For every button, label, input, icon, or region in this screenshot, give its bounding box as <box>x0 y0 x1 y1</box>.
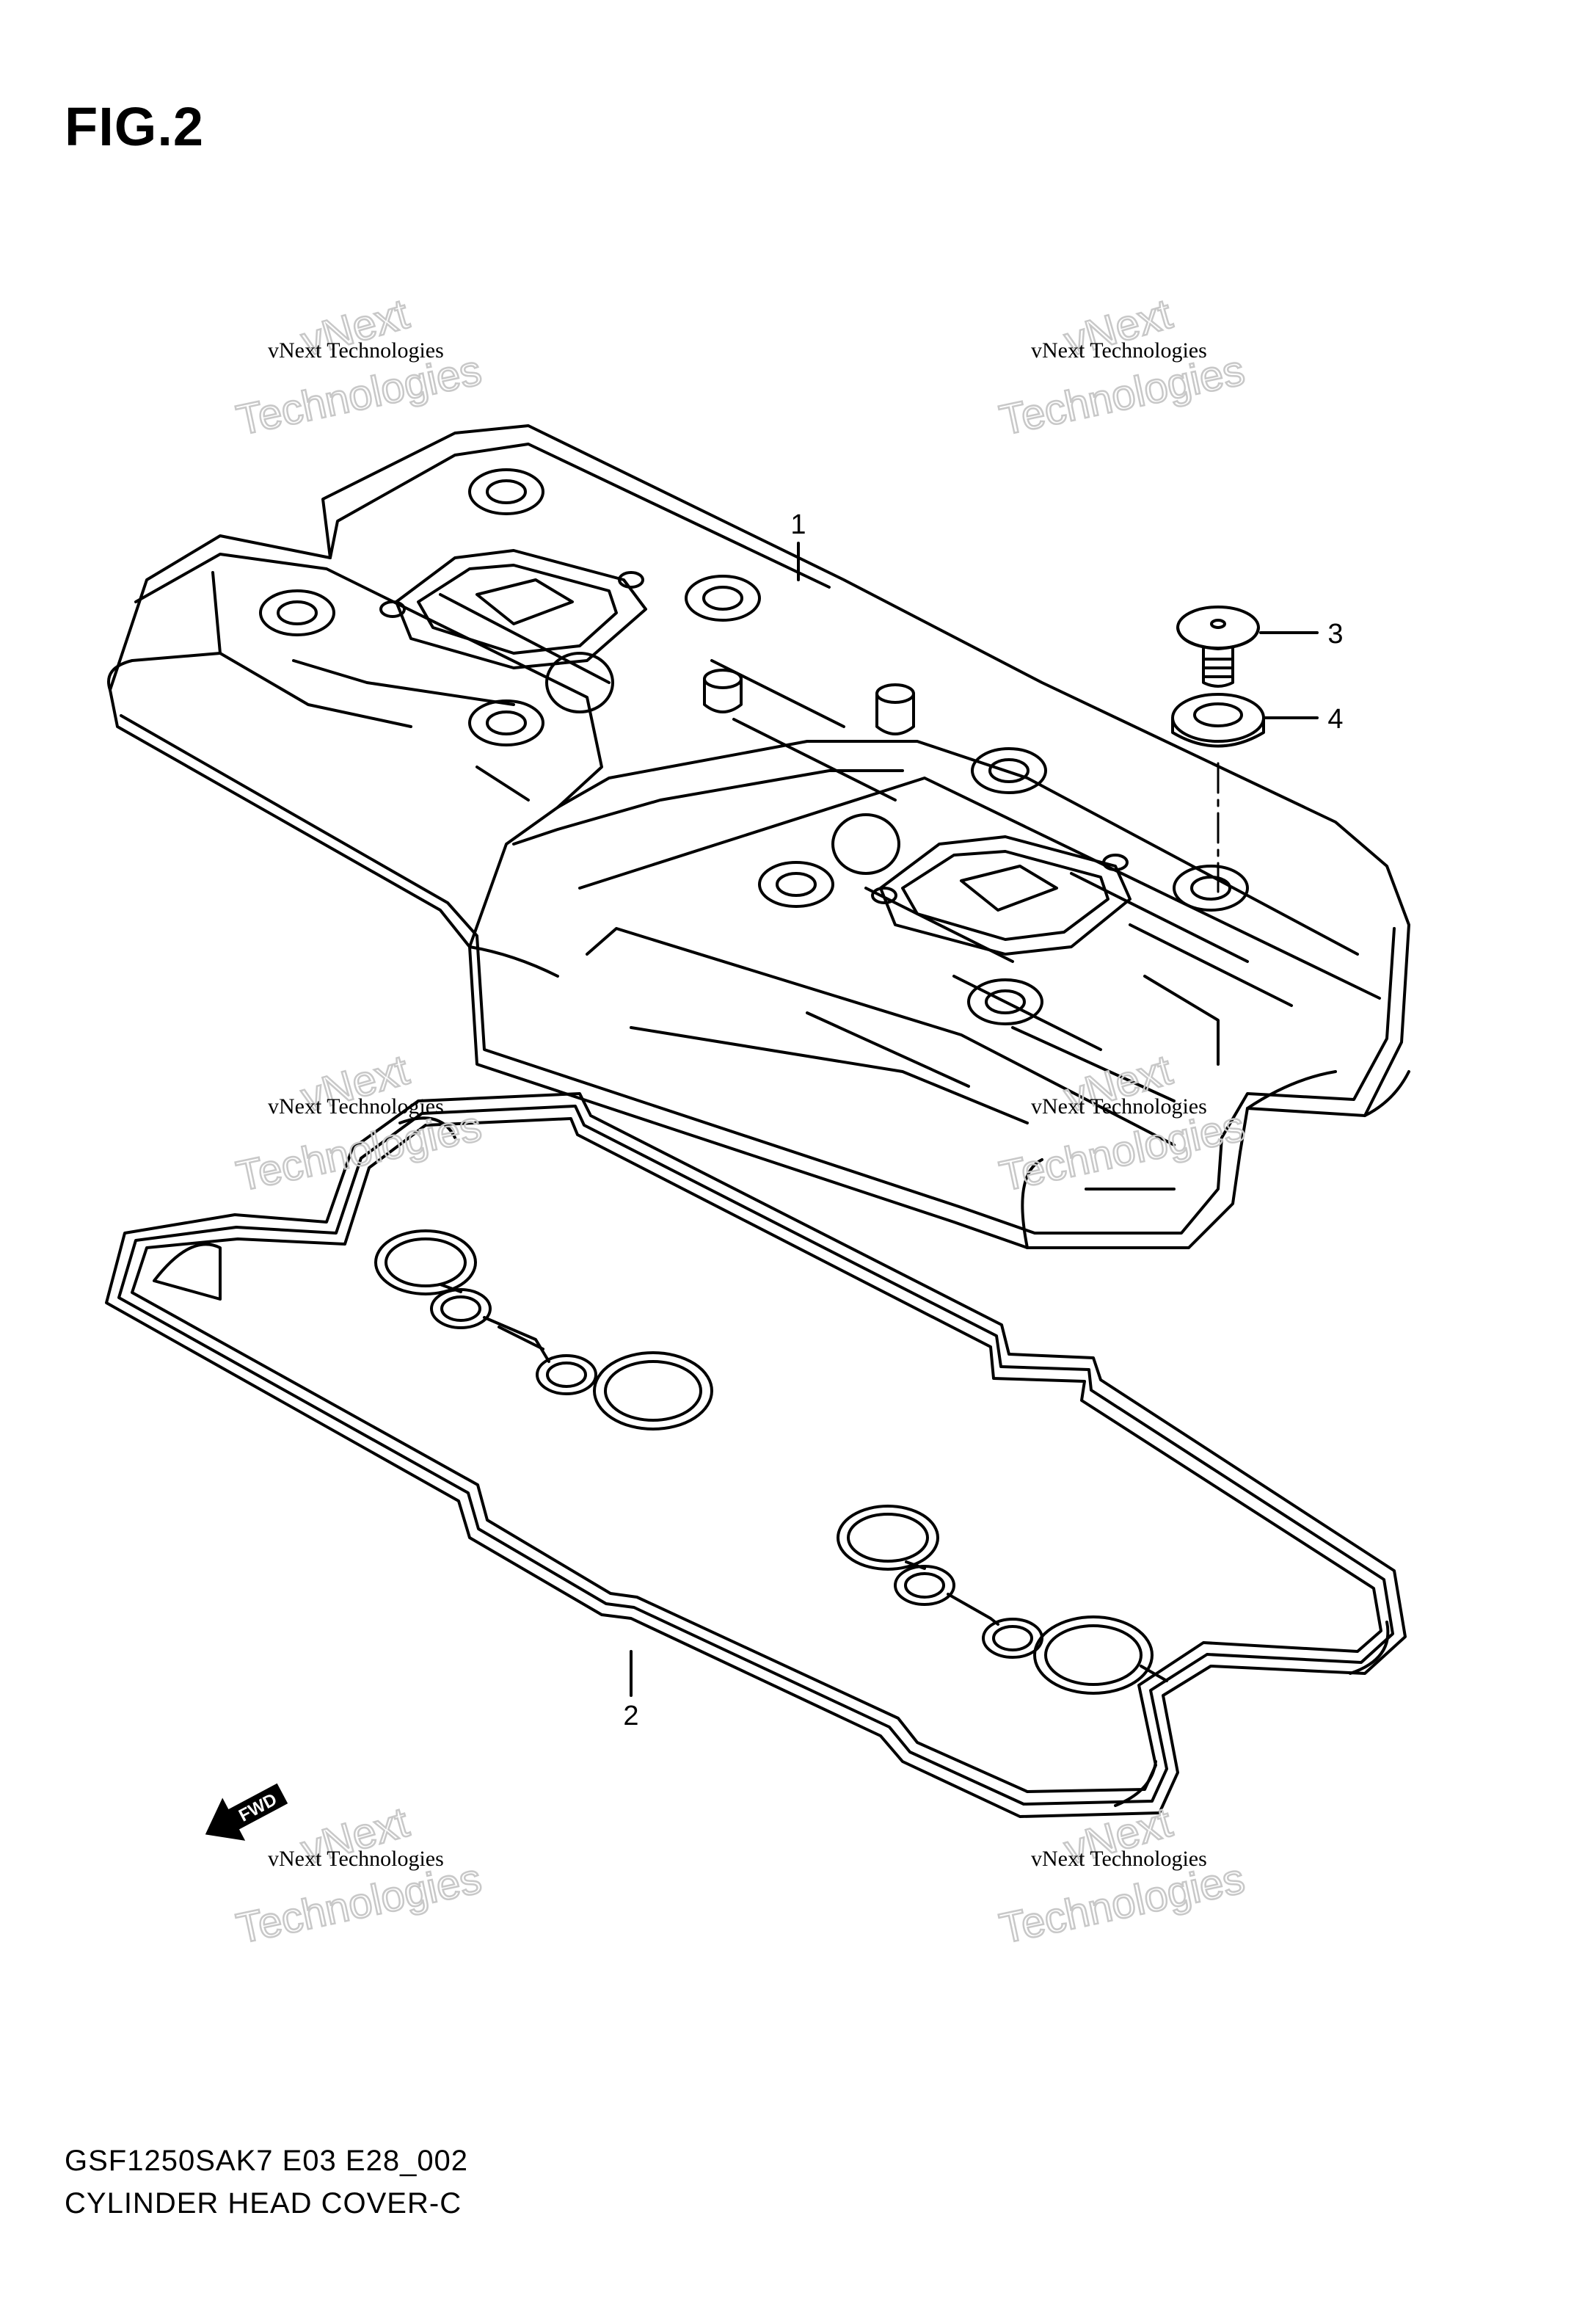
model-code: GSF1250SAK7 E03 E28_002 <box>65 2145 469 2177</box>
callout-1: 1 <box>790 509 806 540</box>
watermark-text: vNext Technologies <box>268 1847 444 1871</box>
watermark-text: vNext Technologies <box>1031 338 1207 363</box>
watermark-top-right: vNext vNext Technologies Technologies <box>995 289 1250 446</box>
watermark-mid-left: vNext vNext Technologies Technologies <box>232 1045 487 1202</box>
watermark-bottom-left: vNext vNext Technologies Technologies <box>232 1797 487 1954</box>
forward-direction-marker: FWD <box>205 1783 288 1841</box>
watermark-text: vNext Technologies <box>1031 1094 1207 1119</box>
figure-title: FIG.2 <box>65 96 205 157</box>
watermark-text: vNext Technologies <box>1031 1847 1207 1871</box>
figure-caption: CYLINDER HEAD COVER-C <box>65 2187 462 2220</box>
cover-bolt <box>1176 606 1260 688</box>
watermark-text: vNext Technologies <box>268 1094 444 1119</box>
arrow-left-icon <box>205 1783 288 1841</box>
callout-4: 4 <box>1327 704 1343 735</box>
watermark-top-left: vNext vNext Technologies Technologies <box>232 289 487 446</box>
bolt-washer <box>1171 693 1265 748</box>
cylinder-head-cover <box>107 424 1410 1249</box>
watermark-mid-right: vNext vNext Technologies Technologies <box>995 1045 1250 1202</box>
callout-3: 3 <box>1327 619 1343 650</box>
cylinder-head-cover-gasket <box>105 1092 1407 1818</box>
watermark-bottom-right: vNext vNext Technologies Technologies <box>995 1797 1250 1954</box>
callout-2: 2 <box>623 1701 638 1731</box>
watermark-text: vNext Technologies <box>268 338 444 363</box>
